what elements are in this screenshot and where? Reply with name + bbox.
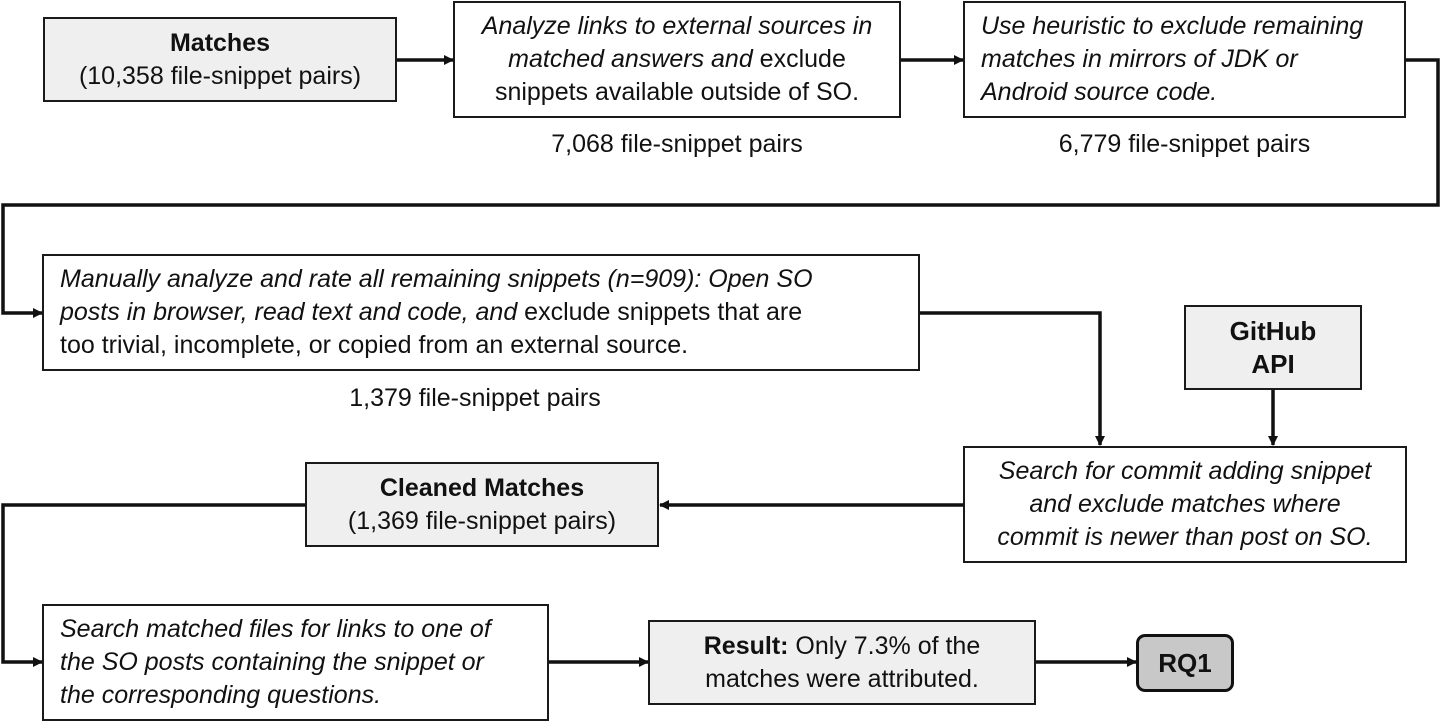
result-line1: Result: Only 7.3% of the [704, 630, 981, 663]
step3-line2: posts in browser, read text and code, an… [60, 296, 802, 329]
result-line1-rest: Only 7.3% of the [788, 631, 981, 660]
matches-box: Matches (10,358 file-snippet pairs) [43, 17, 397, 102]
step3-line2-italic: posts in browser, read text and code, an… [60, 298, 518, 326]
step2-box: Use heuristic to exclude remaining match… [963, 1, 1406, 118]
step5-line2: the SO posts containing the snippet or [60, 648, 484, 676]
matches-title: Matches [169, 28, 271, 57]
step1-line2-normal: exclude [752, 45, 846, 73]
step1-box: Analyze links to external sources in mat… [453, 1, 901, 118]
step3-line3: too trivial, incomplete, or copied from … [60, 331, 689, 359]
result-line2: matches were attributed. [705, 664, 979, 693]
step1-line2: matched answers and exclude [508, 43, 846, 76]
matches-subtitle: (10,358 file-snippet pairs) [78, 61, 362, 90]
step4-line1: Search for commit adding snippet [998, 457, 1372, 485]
step3-count: 1,379 file-snippet pairs [349, 384, 601, 412]
step5-line1: Search matched files for links to one of [60, 615, 491, 643]
arrow-cleaned-to-step5 [1, 503, 305, 667]
step1-line3: snippets available outside of SO. [494, 78, 860, 106]
step3-line1: Manually analyze and rate all remaining … [60, 265, 813, 293]
cleaned-matches-box: Cleaned Matches (1,369 file-snippet pair… [305, 462, 659, 547]
github-line1: GitHub [1229, 315, 1317, 346]
step3-line2-normal: exclude snippets that are [517, 298, 803, 326]
result-box: Result: Only 7.3% of the matches were at… [648, 620, 1036, 705]
step3-box: Manually analyze and rate all remaining … [42, 254, 920, 371]
rq1-box: RQ1 [1136, 634, 1234, 692]
step2-line2: matches in mirrors of JDK or [981, 45, 1298, 73]
step1-line1: Analyze links to external sources in [481, 12, 873, 40]
step1-line2-italic: matched answers and [508, 45, 753, 73]
step5-box: Search matched files for links to one of… [42, 604, 549, 721]
result-label: Result: [703, 631, 789, 660]
step4-line2: and exclude matches where [1029, 490, 1341, 518]
github-line2: API [1251, 348, 1295, 379]
cleaned-subtitle: (1,369 file-snippet pairs) [347, 506, 617, 535]
step4-box: Search for commit adding snippet and exc… [963, 446, 1407, 563]
step2-line1: Use heuristic to exclude remaining [981, 12, 1364, 40]
step5-line3: the corresponding questions. [60, 681, 382, 709]
github-api-box: GitHub API [1184, 305, 1362, 390]
cleaned-title: Cleaned Matches [379, 473, 585, 502]
step4-line3: commit is newer than post on SO. [997, 523, 1373, 551]
step2-line3: Android source code. [981, 78, 1218, 106]
step2-count: 6,779 file-snippet pairs [1058, 130, 1311, 158]
rq1-label: RQ1 [1158, 647, 1212, 678]
step1-count: 7,068 file-snippet pairs [551, 130, 803, 158]
arrow-step3-to-step4 [920, 311, 1105, 446]
arrow-step2-to-step3 [1, 58, 1440, 318]
